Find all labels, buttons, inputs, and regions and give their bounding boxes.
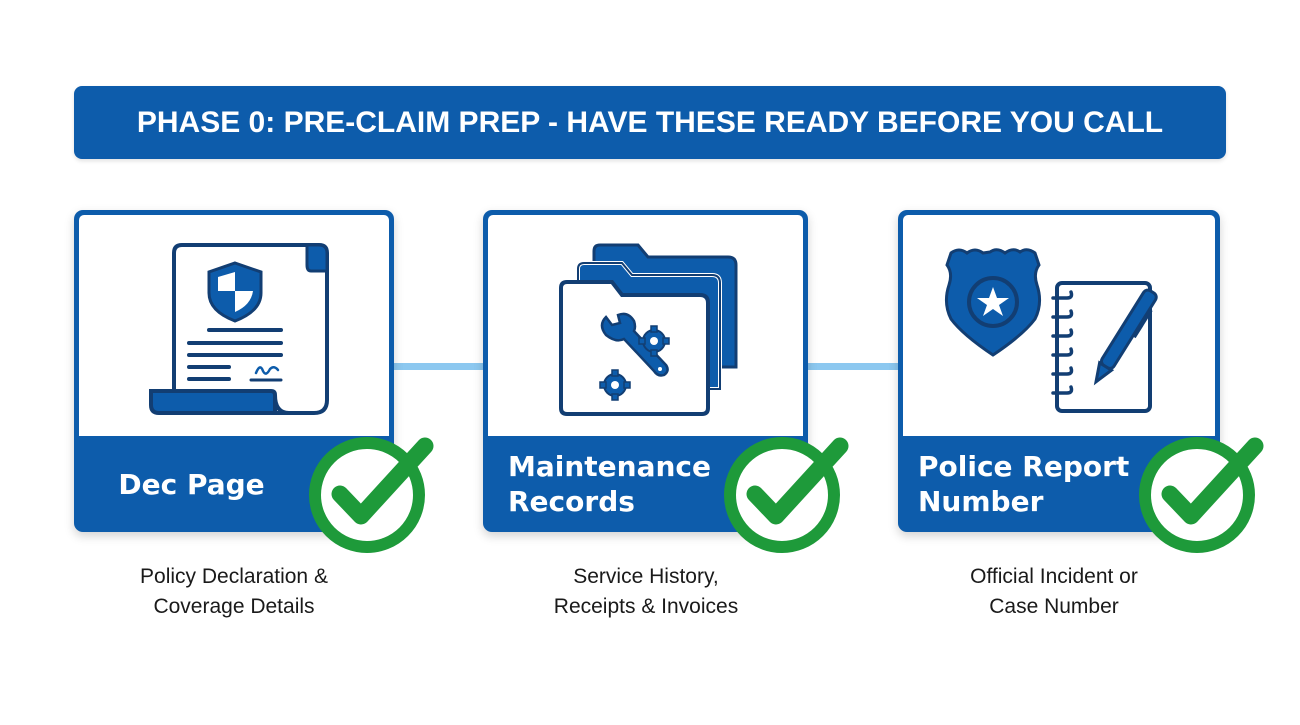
card-title: Dec Page (118, 467, 265, 501)
card-title: Police Report Number (898, 436, 1133, 532)
caption-line: Coverage Details (153, 595, 315, 618)
card-title-line: Records (508, 485, 635, 518)
check-circle-icon (724, 437, 849, 553)
caption-line: Receipts & Invoices (553, 595, 739, 618)
maintenance-folders-icon (559, 243, 738, 416)
connector-line-2 (808, 363, 898, 370)
connector-line-1 (394, 363, 483, 370)
card-caption: Policy Declaration & Coverage Details (74, 562, 394, 622)
police-badge-notepad-icon (944, 248, 1158, 413)
check-circle-icon (309, 437, 434, 553)
banner-title: PHASE 0: PRE-CLAIM PREP - HAVE THESE REA… (136, 105, 1164, 139)
card-icon-area (903, 215, 1215, 436)
card-title-line: Number (918, 485, 1044, 518)
caption-line: Official Incident or (970, 565, 1138, 588)
card-title-line: Maintenance (508, 450, 712, 483)
insurance-policy-document-icon (149, 243, 329, 415)
card-dec-page: Dec Page (74, 210, 394, 532)
card-caption: Official Incident or Case Number (894, 562, 1214, 622)
card-title-line: Police Report (918, 450, 1130, 483)
card-icon-area (79, 215, 389, 436)
phase-banner: PHASE 0: PRE-CLAIM PREP - HAVE THESE REA… (74, 86, 1226, 159)
check-circle-icon (1139, 437, 1264, 553)
caption-line: Case Number (989, 595, 1119, 618)
caption-line: Service History, (573, 565, 719, 588)
card-title: Maintenance Records (483, 436, 718, 532)
card-icon-area (488, 215, 803, 436)
caption-line: Policy Declaration & (140, 565, 328, 588)
card-caption: Service History, Receipts & Invoices (486, 562, 806, 622)
